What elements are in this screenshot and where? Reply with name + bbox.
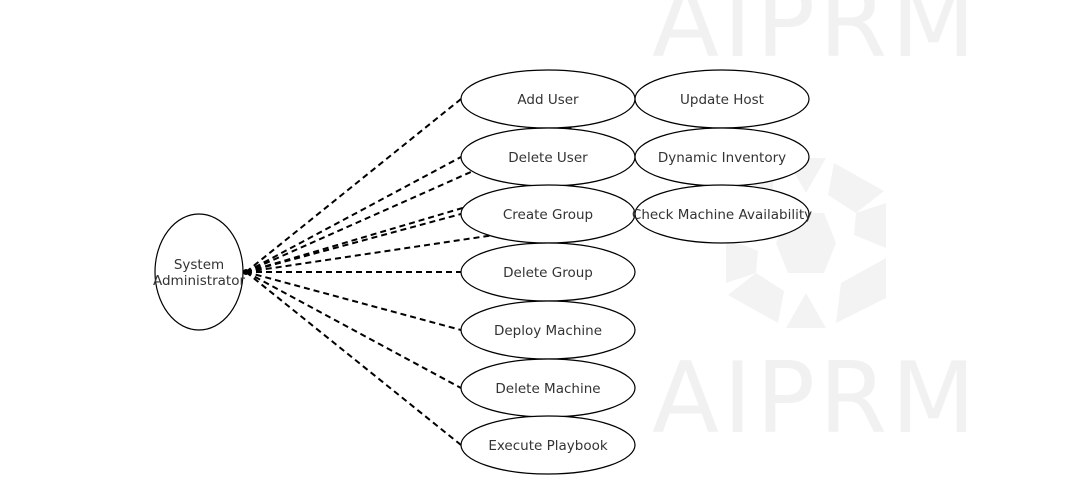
actor-anchor-dot: [243, 269, 249, 275]
use-case-ellipse: [460, 415, 636, 475]
actor-label-line1: System: [174, 257, 224, 273]
watermark-text-top: AIPRM: [652, 0, 980, 80]
use-case-label: Update Host: [680, 92, 764, 108]
use-case-add-user[interactable]: Add User: [460, 69, 636, 129]
actor-ellipse: [154, 213, 244, 331]
watermark-text-bottom: AIPRM: [652, 342, 980, 456]
association-edge-update-host: [245, 98, 636, 273]
use-case-dynamic-inventory[interactable]: Dynamic Inventory: [634, 127, 810, 187]
association-edge-create-group: [245, 213, 462, 273]
edges-layer: [243, 98, 636, 446]
use-case-check-machine-availability[interactable]: Check Machine Availability: [632, 184, 812, 244]
use-case-delete-group[interactable]: Delete Group: [460, 242, 636, 302]
association-edge-add-user: [245, 98, 462, 273]
use-case-label: Delete User: [508, 150, 588, 166]
use-case-create-group[interactable]: Create Group: [460, 184, 636, 244]
association-edge-delete-machine: [245, 271, 462, 389]
use-case-delete-user[interactable]: Delete User: [460, 127, 636, 187]
use-case-label: Dynamic Inventory: [658, 150, 786, 166]
association-edge-execute-playbook: [245, 271, 462, 446]
use-case-label: Delete Machine: [495, 381, 600, 397]
use-case-label: Deploy Machine: [494, 323, 602, 339]
use-case-execute-playbook[interactable]: Execute Playbook: [460, 415, 636, 475]
association-edge-delete-user: [245, 156, 462, 273]
actor-label-line2: Administrator: [153, 273, 245, 289]
use-case-ellipse: [634, 184, 810, 244]
use-case-label: Create Group: [503, 207, 593, 223]
actor-node[interactable]: System Administrator: [153, 213, 245, 331]
use-case-update-host[interactable]: Update Host: [634, 69, 810, 129]
use-case-label: Execute Playbook: [488, 438, 608, 454]
association-edge-deploy-machine: [245, 271, 462, 331]
association-edge-check-machine-availability: [245, 213, 636, 273]
association-edge-dynamic-inventory: [245, 156, 636, 273]
use-case-label: Add User: [517, 92, 579, 108]
use-case-deploy-machine[interactable]: Deploy Machine: [460, 300, 636, 360]
use-case-label: Delete Group: [503, 265, 593, 281]
use-case-label: Check Machine Availability: [632, 207, 812, 223]
use-case-delete-machine[interactable]: Delete Machine: [460, 358, 636, 418]
